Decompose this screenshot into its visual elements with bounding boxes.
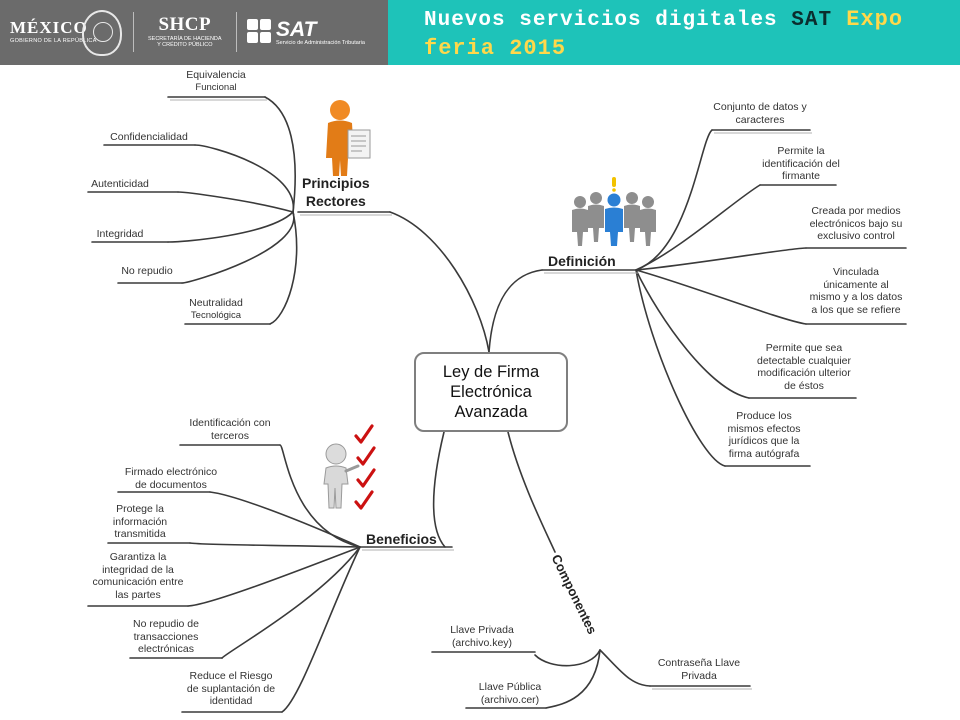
componente-llave-publica: Llave Pública(archivo.cer) <box>478 681 542 706</box>
group-idea-icon <box>572 177 656 246</box>
coat-of-arms-icon <box>82 10 122 56</box>
definicion-heading: Definición <box>548 253 616 269</box>
central-topic-ley-firma-electronica: Ley de Firma Electrónica Avanzada <box>414 352 568 432</box>
principio-no-repudio: No repudio <box>121 265 173 277</box>
beneficios-heading: Beneficios <box>366 531 437 547</box>
person-checklist-icon <box>323 424 376 510</box>
page-title: Nuevos servicios digitales SAT Expo feri… <box>424 7 904 61</box>
principios-rectores-heading: Principios Rectores <box>302 175 370 209</box>
sat-mark-icon <box>247 19 271 43</box>
header-title-bar <box>388 0 960 65</box>
mexico-logo: MÉXICO GOBIERNO DE LA REPÚBLICA <box>10 18 97 44</box>
componente-llave-privada: Llave Privada(archivo.key) <box>450 624 514 649</box>
header-logos-bar: MÉXICO GOBIERNO DE LA REPÚBLICA SHCP SEC… <box>0 0 388 65</box>
principio-autenticidad: Autenticidad <box>91 178 149 190</box>
shcp-logo: SHCP SECRETARÍA DE HACIENDA Y CRÉDITO PÚ… <box>148 14 222 48</box>
person-document-icon <box>326 100 371 176</box>
principio-integridad: Integridad <box>96 228 144 240</box>
principio-confidencialidad: Confidencialidad <box>110 131 188 143</box>
